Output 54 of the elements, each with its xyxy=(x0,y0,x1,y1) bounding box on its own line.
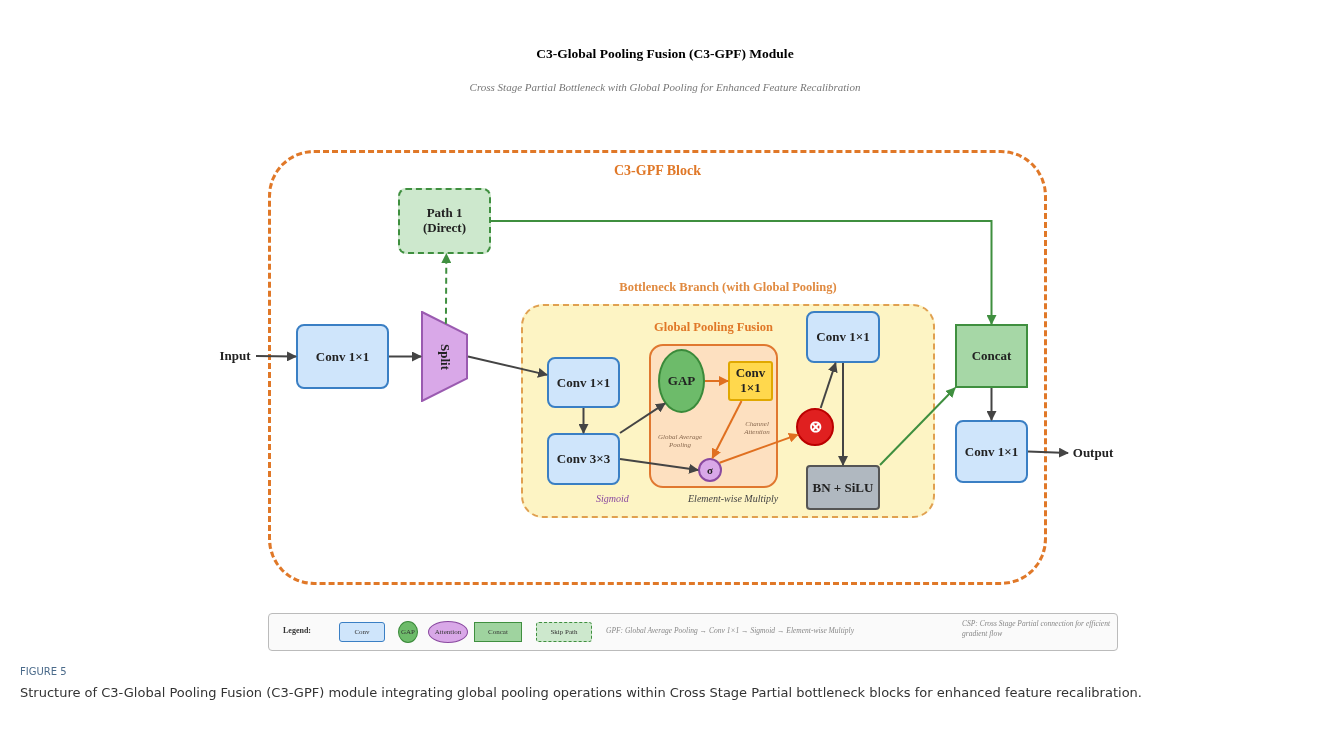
process-box xyxy=(547,433,620,485)
arrow xyxy=(441,253,452,325)
arrow xyxy=(255,351,297,362)
concat-box xyxy=(955,324,1028,388)
box-label: GAP xyxy=(667,373,696,389)
box-label: Conv 1×1 xyxy=(735,366,766,396)
diagram-title: C3-Global Pooling Fusion (C3-GPF) Module xyxy=(535,46,795,62)
group-heading: C3-GPF Block xyxy=(614,163,701,180)
box-label: ⊗ xyxy=(808,417,822,437)
arrow xyxy=(619,458,699,474)
arrow xyxy=(467,355,548,378)
legend-title: Legend: xyxy=(283,626,311,637)
subtitle: Cross Stage Partial Bottleneck with Global Pooling for Enhanced Feature Recalibration xyxy=(468,80,862,95)
box-label: Path 1 (Direct) xyxy=(421,206,468,236)
box-label: Concat xyxy=(971,348,1012,364)
skip-path-box xyxy=(398,188,491,254)
arrow xyxy=(490,220,997,325)
arrow xyxy=(578,407,589,434)
group-heading: Bottleneck Branch (with Global Pooling) xyxy=(619,280,837,295)
arrow xyxy=(619,402,667,434)
multiply-circle xyxy=(796,408,834,446)
arrow xyxy=(388,351,422,362)
box-label: Conv 3×3 xyxy=(556,451,611,467)
output-label: Output xyxy=(1068,443,1118,463)
process-box xyxy=(955,420,1028,483)
arrow xyxy=(711,400,743,459)
arrow xyxy=(1027,447,1069,458)
annotation-text: Element-wise Multiply xyxy=(688,492,779,505)
process-box xyxy=(547,357,620,408)
arrow xyxy=(704,376,729,386)
arrow xyxy=(838,362,848,466)
figure-label: FIGURE 5 xyxy=(20,665,67,678)
input-label: Input xyxy=(214,346,256,366)
box-label: Conv 1×1 xyxy=(556,375,611,390)
arrow xyxy=(986,387,997,421)
box-label: σ xyxy=(707,463,713,477)
box-label: Conv 1×1 xyxy=(315,349,370,364)
box-label: Conv 1×1 xyxy=(964,444,1019,459)
pooling-ellipse xyxy=(658,349,705,413)
figure-caption: Structure of C3-Global Pooling Fusion (C3-GPF) module integrating global pooling operations within Cross Stage Partial bottleneck blocks for enhanced feature recalibration. xyxy=(20,684,1143,702)
arrow xyxy=(879,387,956,466)
process-box xyxy=(806,311,880,363)
box-label: BN + SiLU xyxy=(812,480,874,495)
sigmoid-circle xyxy=(698,458,722,482)
process-box xyxy=(728,361,773,401)
process-box xyxy=(296,324,389,389)
process-box xyxy=(806,465,880,510)
box-label: Conv 1×1 xyxy=(816,329,870,345)
annotation-text: Sigmoid xyxy=(596,492,629,505)
box-label: Split xyxy=(437,343,452,370)
arrow xyxy=(819,362,838,409)
block-container xyxy=(268,150,1047,585)
group-heading: Global Pooling Fusion xyxy=(654,320,773,335)
arrow xyxy=(718,432,799,464)
